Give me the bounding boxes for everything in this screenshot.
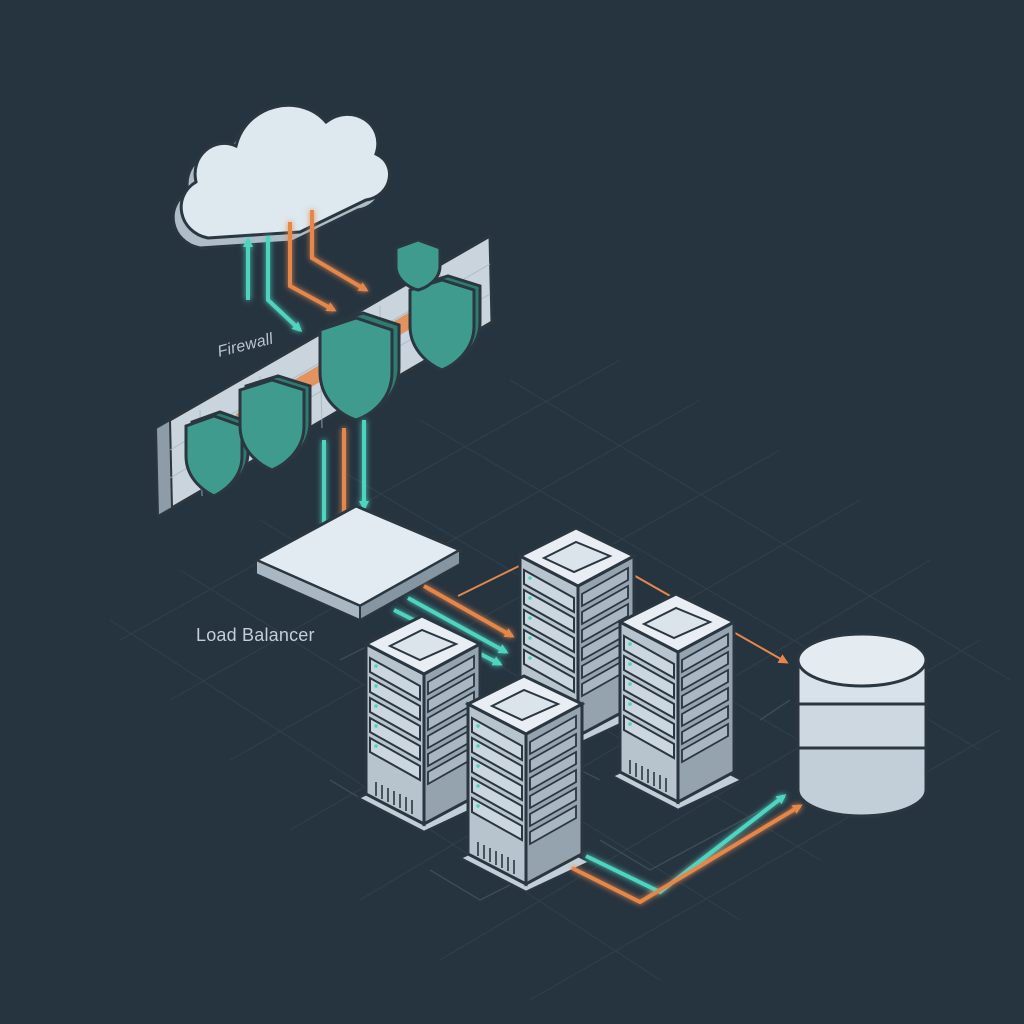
server-group: [355, 526, 745, 894]
server-rack-icon: [457, 674, 593, 894]
server-rack-icon: [609, 592, 745, 812]
orange-arrow: [288, 222, 337, 312]
shield-icons: [184, 238, 482, 498]
shield-icon: [408, 274, 482, 372]
orange-arrow: [571, 804, 803, 905]
teal-arrow: [266, 236, 303, 333]
cloud-icon: [171, 104, 391, 250]
shield-icon: [184, 410, 250, 498]
shield-icon: [394, 238, 442, 292]
shield-icon: [318, 311, 401, 422]
orange-arrow: [310, 210, 369, 292]
teal-arrow: [407, 596, 509, 654]
load-balancer: [252, 504, 464, 622]
server-rack-icon: [355, 614, 491, 834]
server-db-arrows: [571, 794, 803, 905]
database-icon: [796, 632, 928, 818]
load-balancer-label: Load Balancer: [196, 625, 315, 645]
cloud-firewall-arrows: [243, 210, 369, 333]
teal-arrow: [585, 794, 787, 895]
shield-icon: [238, 374, 312, 472]
orange-arrow: [423, 584, 515, 638]
